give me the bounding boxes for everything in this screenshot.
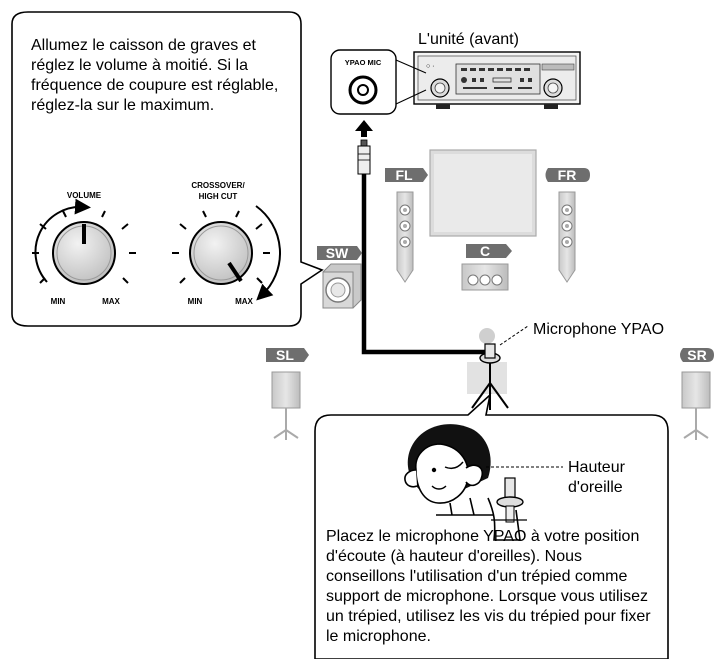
volume-max-label: MAX	[102, 297, 120, 306]
fr-label: FR	[558, 167, 577, 183]
sr-badge	[680, 348, 714, 362]
volume-ticks	[32, 210, 136, 284]
ear-height-label-line1: Hauteur	[568, 459, 626, 476]
tv-screen	[429, 149, 537, 237]
placement-instruction-callout	[314, 392, 669, 660]
crossover-arc-arrow	[255, 205, 281, 301]
c-label: C	[480, 243, 490, 259]
mic-cable	[361, 174, 488, 355]
crossover-label-line2: HIGH CUT	[199, 192, 238, 201]
crossover-max-label: MAX	[235, 297, 253, 306]
unit-title: L'unité (avant)	[418, 31, 519, 48]
receiver-badge-text: ○ ·	[426, 63, 435, 70]
fl-badge	[385, 168, 428, 182]
sw-label: SW	[326, 245, 349, 261]
c-badge	[466, 244, 512, 258]
mic-leader-line	[499, 325, 529, 346]
fr-badge	[545, 168, 590, 182]
crossover-knob: CROSSOVER/ HIGH CUT MIN MAX	[172, 181, 281, 306]
crossover-min-label: MIN	[188, 297, 203, 306]
mic-plug	[357, 139, 371, 175]
sl-label: SL	[276, 347, 294, 363]
av-receiver: ○ ·	[413, 51, 581, 109]
surround-right-speaker: SR	[680, 347, 714, 440]
center-speaker: C	[461, 243, 512, 291]
front-right-speaker: FR	[545, 167, 590, 283]
surround-left-speaker: SL	[266, 347, 309, 440]
crossover-label-line1: CROSSOVER/	[191, 181, 245, 190]
sl-badge	[266, 348, 309, 362]
volume-label: VOLUME	[67, 191, 102, 200]
insert-arrow-icon	[355, 120, 373, 137]
volume-arc-arrow	[34, 198, 91, 283]
fl-label: FL	[395, 167, 413, 183]
ear-height-mic-icon	[491, 477, 527, 523]
crossover-indicator	[227, 261, 243, 283]
ypao-mic-jack-callout: YPAO MIC	[330, 49, 427, 115]
listener-head-illustration	[404, 424, 521, 541]
mic-tripod	[471, 343, 509, 410]
placement-instruction-text: Placez le microphone YPAO à votre positi…	[326, 528, 651, 645]
crossover-ticks	[172, 210, 270, 284]
ypao-mic-jack-label: YPAO MIC	[345, 58, 382, 67]
front-left-speaker: FL	[385, 167, 428, 283]
ear-height-label-line2: d'oreille	[568, 479, 623, 496]
volume-knob: VOLUME MIN MAX	[32, 191, 136, 306]
receiver-buttons	[461, 68, 532, 89]
sw-badge	[317, 246, 362, 260]
sr-label: SR	[687, 347, 706, 363]
mic-label: Microphone YPAO	[533, 321, 664, 338]
subwoofer-instruction-text: Allumez le caisson de graves et réglez l…	[31, 37, 279, 114]
subwoofer-speaker: SW	[317, 245, 362, 309]
volume-min-label: MIN	[51, 297, 66, 306]
